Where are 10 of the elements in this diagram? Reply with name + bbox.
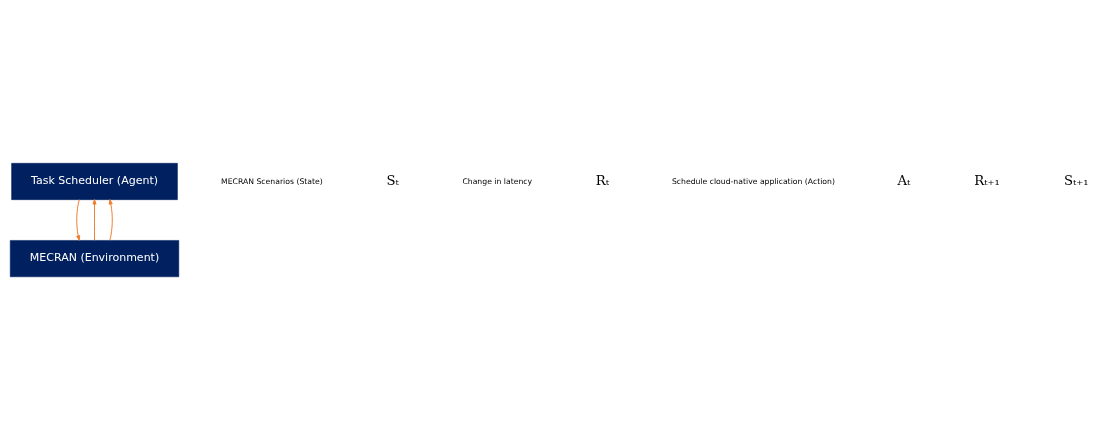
arrow bbox=[92, 198, 97, 241]
label: Rₜ bbox=[595, 172, 610, 188]
label: Aₜ bbox=[897, 172, 911, 188]
node-box: Task Scheduler (Agent) bbox=[11, 162, 178, 200]
label: Sₜ₊₁ bbox=[1063, 172, 1089, 188]
label: Sₜ bbox=[386, 172, 399, 188]
node-box: MECRAN (Environment) bbox=[9, 239, 180, 277]
label: Rₜ₊₁ bbox=[974, 172, 1000, 188]
arrow bbox=[76, 198, 81, 241]
arrow bbox=[108, 198, 113, 241]
